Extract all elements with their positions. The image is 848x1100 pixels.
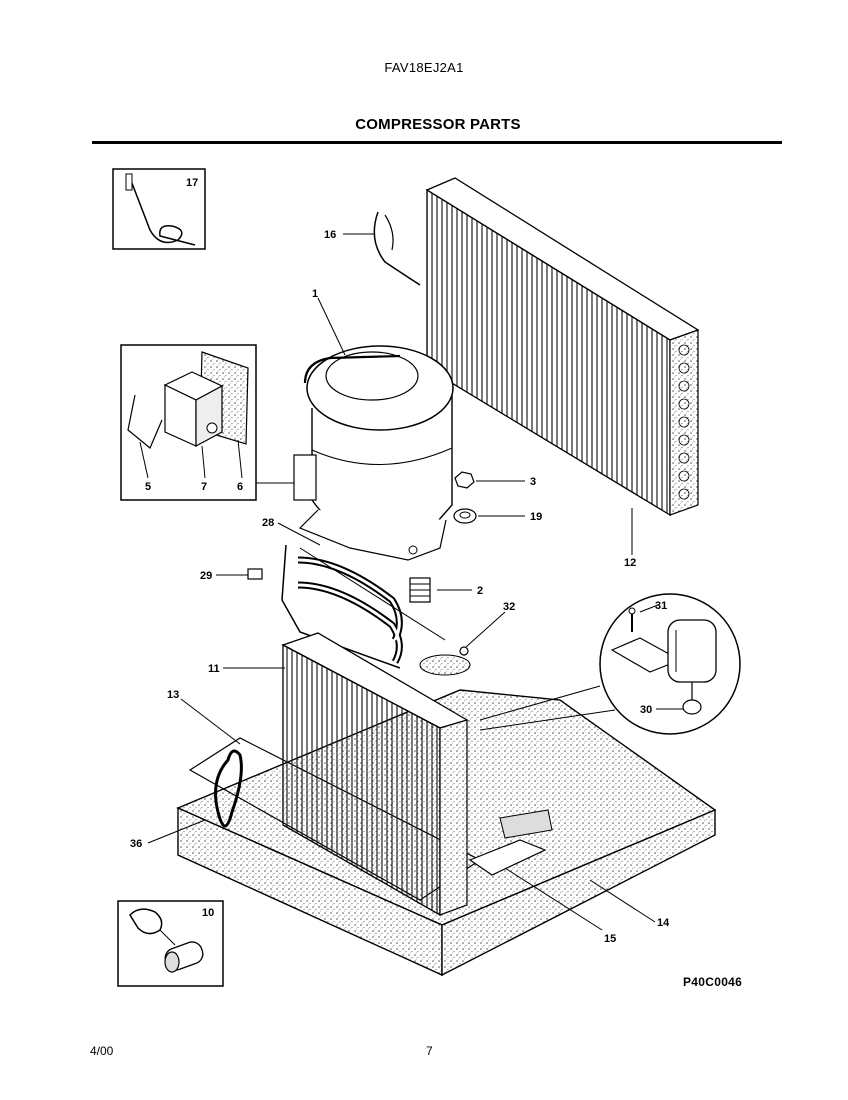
- part-1-compressor: [293, 345, 454, 561]
- callout-11: 11: [208, 663, 220, 675]
- parts-5-6-7-inset: [120, 344, 300, 501]
- callout-labels: 1 2 3 5 6 7 10 11 12 13 14 15 16 17 19 2…: [130, 177, 670, 945]
- callout-13: 13: [167, 689, 179, 701]
- callout-15: 15: [604, 933, 616, 945]
- callout-3: 3: [530, 476, 536, 488]
- part-11-evaporator: [281, 632, 469, 917]
- callout-2: 2: [477, 585, 483, 597]
- page-number: 7: [426, 1044, 433, 1058]
- callout-10: 10: [202, 907, 214, 919]
- page-title: COMPRESSOR PARTS: [355, 116, 521, 133]
- callout-16: 16: [324, 229, 336, 241]
- callout-31: 31: [655, 600, 667, 612]
- part-2-grommet: [409, 577, 431, 603]
- part-28-tubing: [281, 544, 446, 669]
- callout-1: 1: [312, 288, 318, 300]
- callout-17: 17: [186, 177, 198, 189]
- callout-28: 28: [262, 517, 274, 529]
- parts-30-31-inset: [479, 593, 741, 735]
- title-rule: [92, 141, 782, 144]
- footer-date: 4/00: [90, 1044, 114, 1058]
- parts-3-19: [453, 471, 477, 524]
- part-10-inset: [117, 900, 224, 987]
- leader-lines: [147, 233, 683, 931]
- part-15-bracket: [468, 809, 553, 876]
- model-number: FAV18EJ2A1: [384, 60, 464, 75]
- callout-30: 30: [640, 704, 652, 716]
- part-32-fitting: [419, 646, 471, 676]
- part-29-clip: [247, 568, 263, 580]
- callout-32: 32: [503, 601, 515, 613]
- callout-5: 5: [145, 481, 151, 493]
- callout-19: 19: [530, 511, 542, 523]
- part-12-condenser: [425, 177, 700, 517]
- callout-7: 7: [201, 481, 207, 493]
- part-16-capillary: [373, 211, 421, 286]
- callout-36: 36: [130, 838, 142, 850]
- figure-code: P40C0046: [683, 975, 743, 989]
- callout-12: 12: [624, 557, 636, 569]
- part-13-drain-hose: [214, 749, 243, 828]
- callout-14: 14: [657, 917, 670, 929]
- callout-29: 29: [200, 570, 212, 582]
- part-17-inset: [112, 168, 206, 250]
- callout-6: 6: [237, 481, 243, 493]
